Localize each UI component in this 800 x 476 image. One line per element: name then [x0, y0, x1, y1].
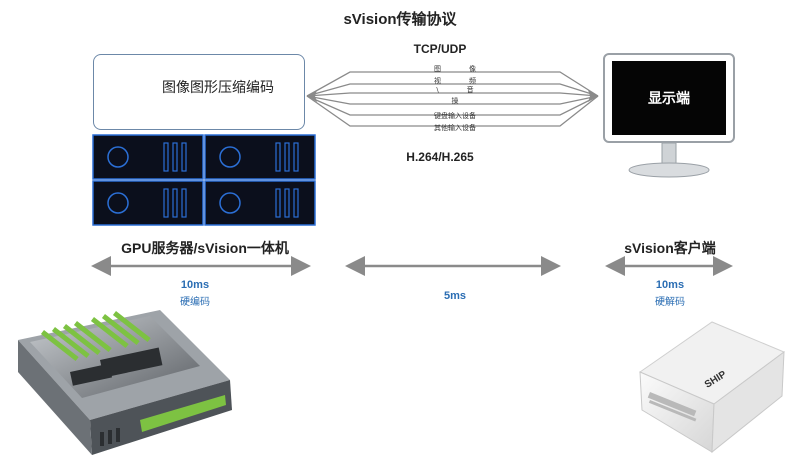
gpu-card — [92, 134, 204, 180]
gpu-card — [204, 180, 316, 226]
arrow-head-left — [307, 90, 317, 102]
stream-arrow — [306, 83, 599, 97]
arrow-head-right — [588, 90, 598, 102]
latency-right-sub: 硬解码 — [655, 297, 685, 308]
diagram-title: sVision传输协议 — [343, 11, 457, 28]
gpu-card — [92, 180, 204, 226]
stream-label: 键盘输入设备 — [434, 111, 476, 120]
encode-box — [93, 54, 305, 130]
protocol-label: TCP/UDP — [413, 42, 467, 56]
arrow-heads — [307, 90, 598, 102]
latency-right-value: 10ms — [655, 279, 685, 291]
stream-label: \ 音 — [436, 85, 473, 94]
stream-arrow — [306, 95, 599, 127]
stream-label: 其他输入设备 — [434, 123, 476, 132]
codec-label: H.264/H.265 — [406, 150, 474, 164]
client-heading: sVision客户端 — [624, 240, 716, 256]
monitor-icon — [603, 53, 735, 178]
latency-left-value: 10ms — [180, 279, 210, 291]
encode-box-label: 图像图形压缩编码 — [162, 79, 274, 95]
stream-arrow — [306, 95, 599, 116]
latency-left-sub: 硬编码 — [180, 297, 210, 308]
stream-arrow — [306, 71, 599, 97]
gpu-server-image — [18, 310, 232, 455]
gpu-card — [204, 134, 316, 180]
server-heading: GPU服务器/sVision一体机 — [121, 240, 289, 256]
display-label: 显示端 — [648, 90, 690, 106]
gpu-panel-grid — [92, 134, 316, 226]
stream-label: 视 频 — [434, 76, 476, 85]
latency-middle-value: 5ms — [443, 290, 467, 302]
stream-arrow — [306, 92, 599, 97]
client-device-image — [638, 321, 786, 454]
stream-label: 图 像 — [434, 64, 476, 73]
stream-label: 操 — [452, 96, 459, 105]
stream-arrows — [306, 71, 599, 127]
stream-arrow — [306, 95, 599, 105]
